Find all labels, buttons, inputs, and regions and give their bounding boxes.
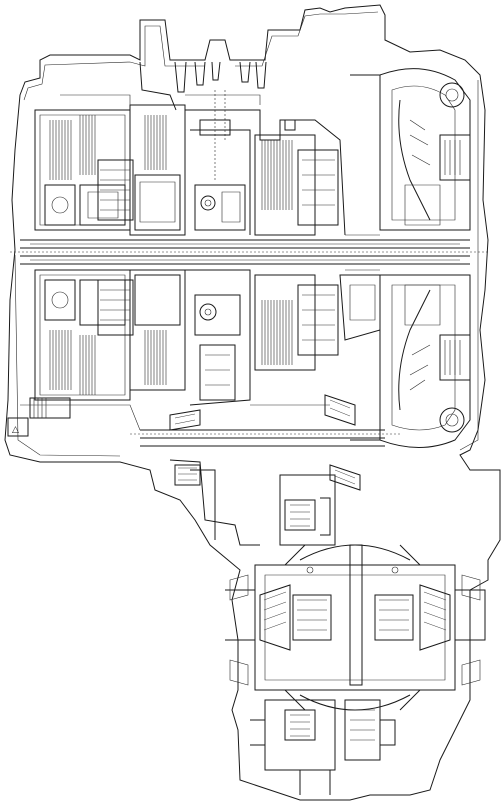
main-housing-outline (5, 5, 500, 800)
center-lower-clutch-pack (255, 275, 380, 370)
center-upper-clutch-pack (255, 135, 338, 235)
left-plug-detail (8, 398, 70, 436)
right-rotor-assembly (350, 69, 470, 448)
housing-cooling-fins (140, 62, 266, 110)
center-upper-assembly (185, 90, 345, 235)
center-left-lower-gear-set (98, 270, 185, 390)
main-shaft (10, 240, 490, 264)
transfer-section (170, 460, 360, 545)
center-left-gear-set (98, 105, 185, 235)
counter-shaft (130, 395, 400, 446)
internal-passages (20, 95, 380, 430)
differential-assembly (225, 545, 485, 710)
center-lower-assembly (185, 270, 250, 405)
marker-triangle-label: △ (12, 425, 19, 435)
left-upper-clutch-pack (35, 110, 130, 230)
lower-output-section (250, 700, 395, 795)
